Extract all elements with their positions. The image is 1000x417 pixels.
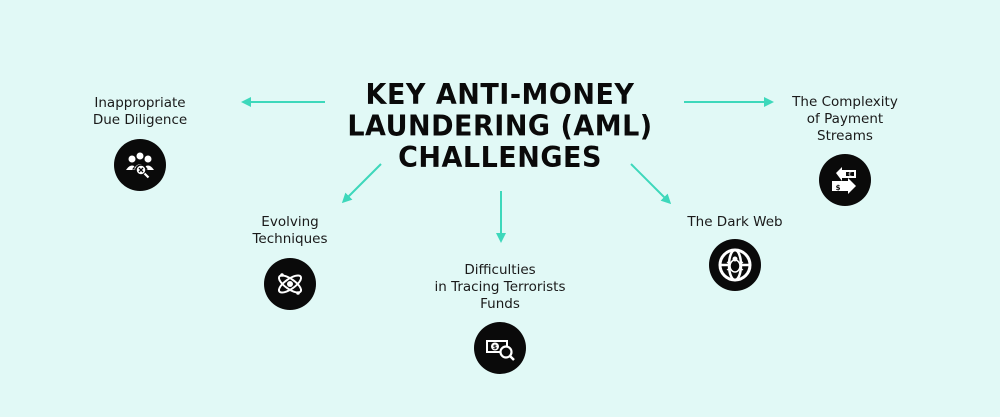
arrow-to-evolving-techniques: [341, 163, 382, 204]
money-search-icon: $: [474, 322, 526, 374]
title-line-2: LAUNDERING (AML): [347, 110, 653, 143]
node-evolving-techniques: Evolving Techniques: [240, 214, 340, 310]
diagram-title: KEY ANTI-MONEY LAUNDERING (AML) CHALLENG…: [340, 78, 660, 175]
people-search-icon: [114, 139, 166, 191]
node-dark-web: The Dark Web: [680, 214, 790, 291]
atom-icon: [264, 258, 316, 310]
svg-text:€: €: [848, 172, 851, 178]
svg-text:$: $: [836, 184, 841, 192]
node-label: The Dark Web: [687, 214, 783, 230]
title-line-1: KEY ANTI-MONEY: [365, 78, 635, 112]
node-payment-streams: The Complexity of Payment Streams € $: [790, 94, 900, 206]
arrow-to-dark-web: [630, 163, 672, 205]
svg-text:$: $: [493, 344, 497, 351]
node-due-diligence: Inappropriate Due Diligence: [80, 95, 200, 191]
globe-bug-icon: [709, 239, 761, 291]
node-label: Evolving Techniques: [252, 214, 328, 247]
title-line-3: CHALLENGES: [398, 141, 602, 175]
node-terrorist-funds: Difficulties in Tracing Terrorists Funds…: [405, 262, 595, 374]
node-label: Difficulties in Tracing Terrorists Funds: [434, 262, 566, 312]
currency-exchange-icon: € $: [819, 154, 871, 206]
node-label: Inappropriate Due Diligence: [92, 95, 188, 128]
node-label: The Complexity of Payment Streams: [792, 94, 898, 144]
